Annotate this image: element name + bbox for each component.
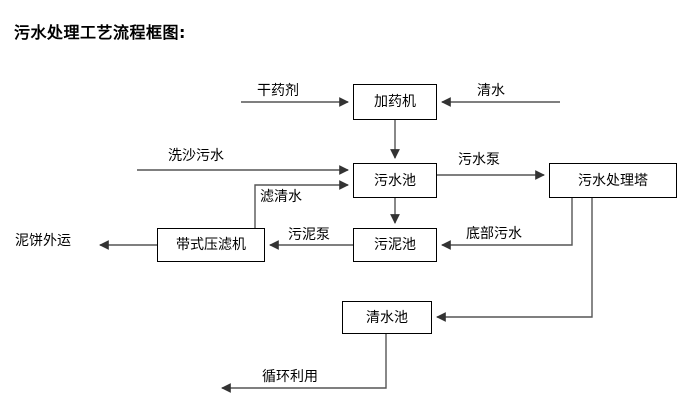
node-sludge-pool[interactable]: 污泥池 [353, 228, 437, 262]
edge-label-clean-water-in: 清水 [477, 83, 505, 99]
edge-label-recycle-reuse: 循环利用 [262, 369, 318, 385]
edge-label-sand-wash-sewage: 洗沙污水 [168, 148, 224, 164]
edge-label-dry-chemical: 干药剂 [257, 83, 299, 99]
edge-label-bottom-sewage: 底部污水 [466, 226, 522, 242]
node-dosing-machine-label: 加药机 [374, 94, 416, 110]
edge-label-filtered-clear-water: 滤清水 [260, 189, 302, 205]
node-belt-filter-press[interactable]: 带式压滤机 [157, 228, 265, 262]
node-dosing-machine[interactable]: 加药机 [353, 84, 437, 120]
node-sludge-pool-label: 污泥池 [374, 237, 416, 253]
edge-tower-to-sludge-pool [441, 198, 573, 250]
edge-clear-water-pool-to-recycle [221, 334, 387, 393]
external-label-mud-cake-outbound: 泥饼外运 [15, 233, 71, 249]
edge-filtered-water-to-sewage-pool [254, 180, 349, 228]
node-belt-filter-press-label: 带式压滤机 [176, 237, 246, 253]
node-sewage-pool-label: 污水池 [374, 172, 416, 189]
edge-label-sludge-pump: 污泥泵 [288, 227, 330, 243]
page-title: 污水处理工艺流程框图: [14, 23, 186, 42]
node-clear-water-pool[interactable]: 清水池 [342, 301, 432, 334]
node-treatment-tower[interactable]: 污水处理塔 [549, 163, 677, 198]
node-treatment-tower-label: 污水处理塔 [578, 172, 648, 189]
edge-label-sewage-pump: 污水泵 [458, 152, 500, 168]
edge-tower-to-clear-water-pool [436, 198, 593, 322]
node-sewage-pool[interactable]: 污水池 [353, 163, 437, 198]
node-clear-water-pool-label: 清水池 [366, 309, 408, 326]
